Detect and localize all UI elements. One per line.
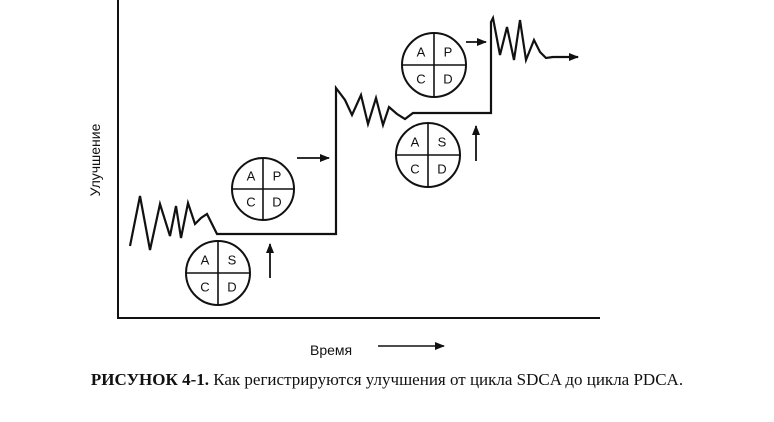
quadrant-p: P — [444, 45, 453, 60]
quadrant-d: D — [437, 162, 446, 177]
sdca-cycle-2: A S C D — [395, 122, 461, 188]
quadrant-c: C — [200, 280, 209, 295]
quadrant-s: S — [228, 253, 237, 268]
quadrant-s: S — [438, 135, 447, 150]
quadrant-a: A — [411, 135, 420, 150]
pdca-cycle-2: A P C D — [401, 32, 467, 98]
y-axis-label: Улучшение — [87, 123, 103, 196]
quadrant-c: C — [416, 72, 425, 87]
quadrant-a: A — [247, 169, 256, 184]
caption-text: Как регистрируются улучшения от цикла SD… — [208, 370, 684, 389]
sdca-cycle-1: A S C D — [185, 240, 251, 306]
improvement-line — [128, 14, 566, 251]
figure-caption: РИСУНОК 4-1. Как регистрируются улучшени… — [6, 370, 768, 390]
quadrant-p: P — [273, 169, 282, 184]
x-axis-label: Время — [310, 342, 352, 358]
quadrant-a: A — [417, 45, 426, 60]
quadrant-d: D — [227, 280, 236, 295]
pdca-cycle-1: A P C D — [231, 157, 295, 221]
quadrant-d: D — [272, 195, 281, 210]
quadrant-c: C — [246, 195, 255, 210]
quadrant-c: C — [410, 162, 419, 177]
caption-number: РИСУНОК 4-1. — [90, 370, 209, 389]
quadrant-d: D — [443, 72, 452, 87]
quadrant-a: A — [201, 253, 210, 268]
